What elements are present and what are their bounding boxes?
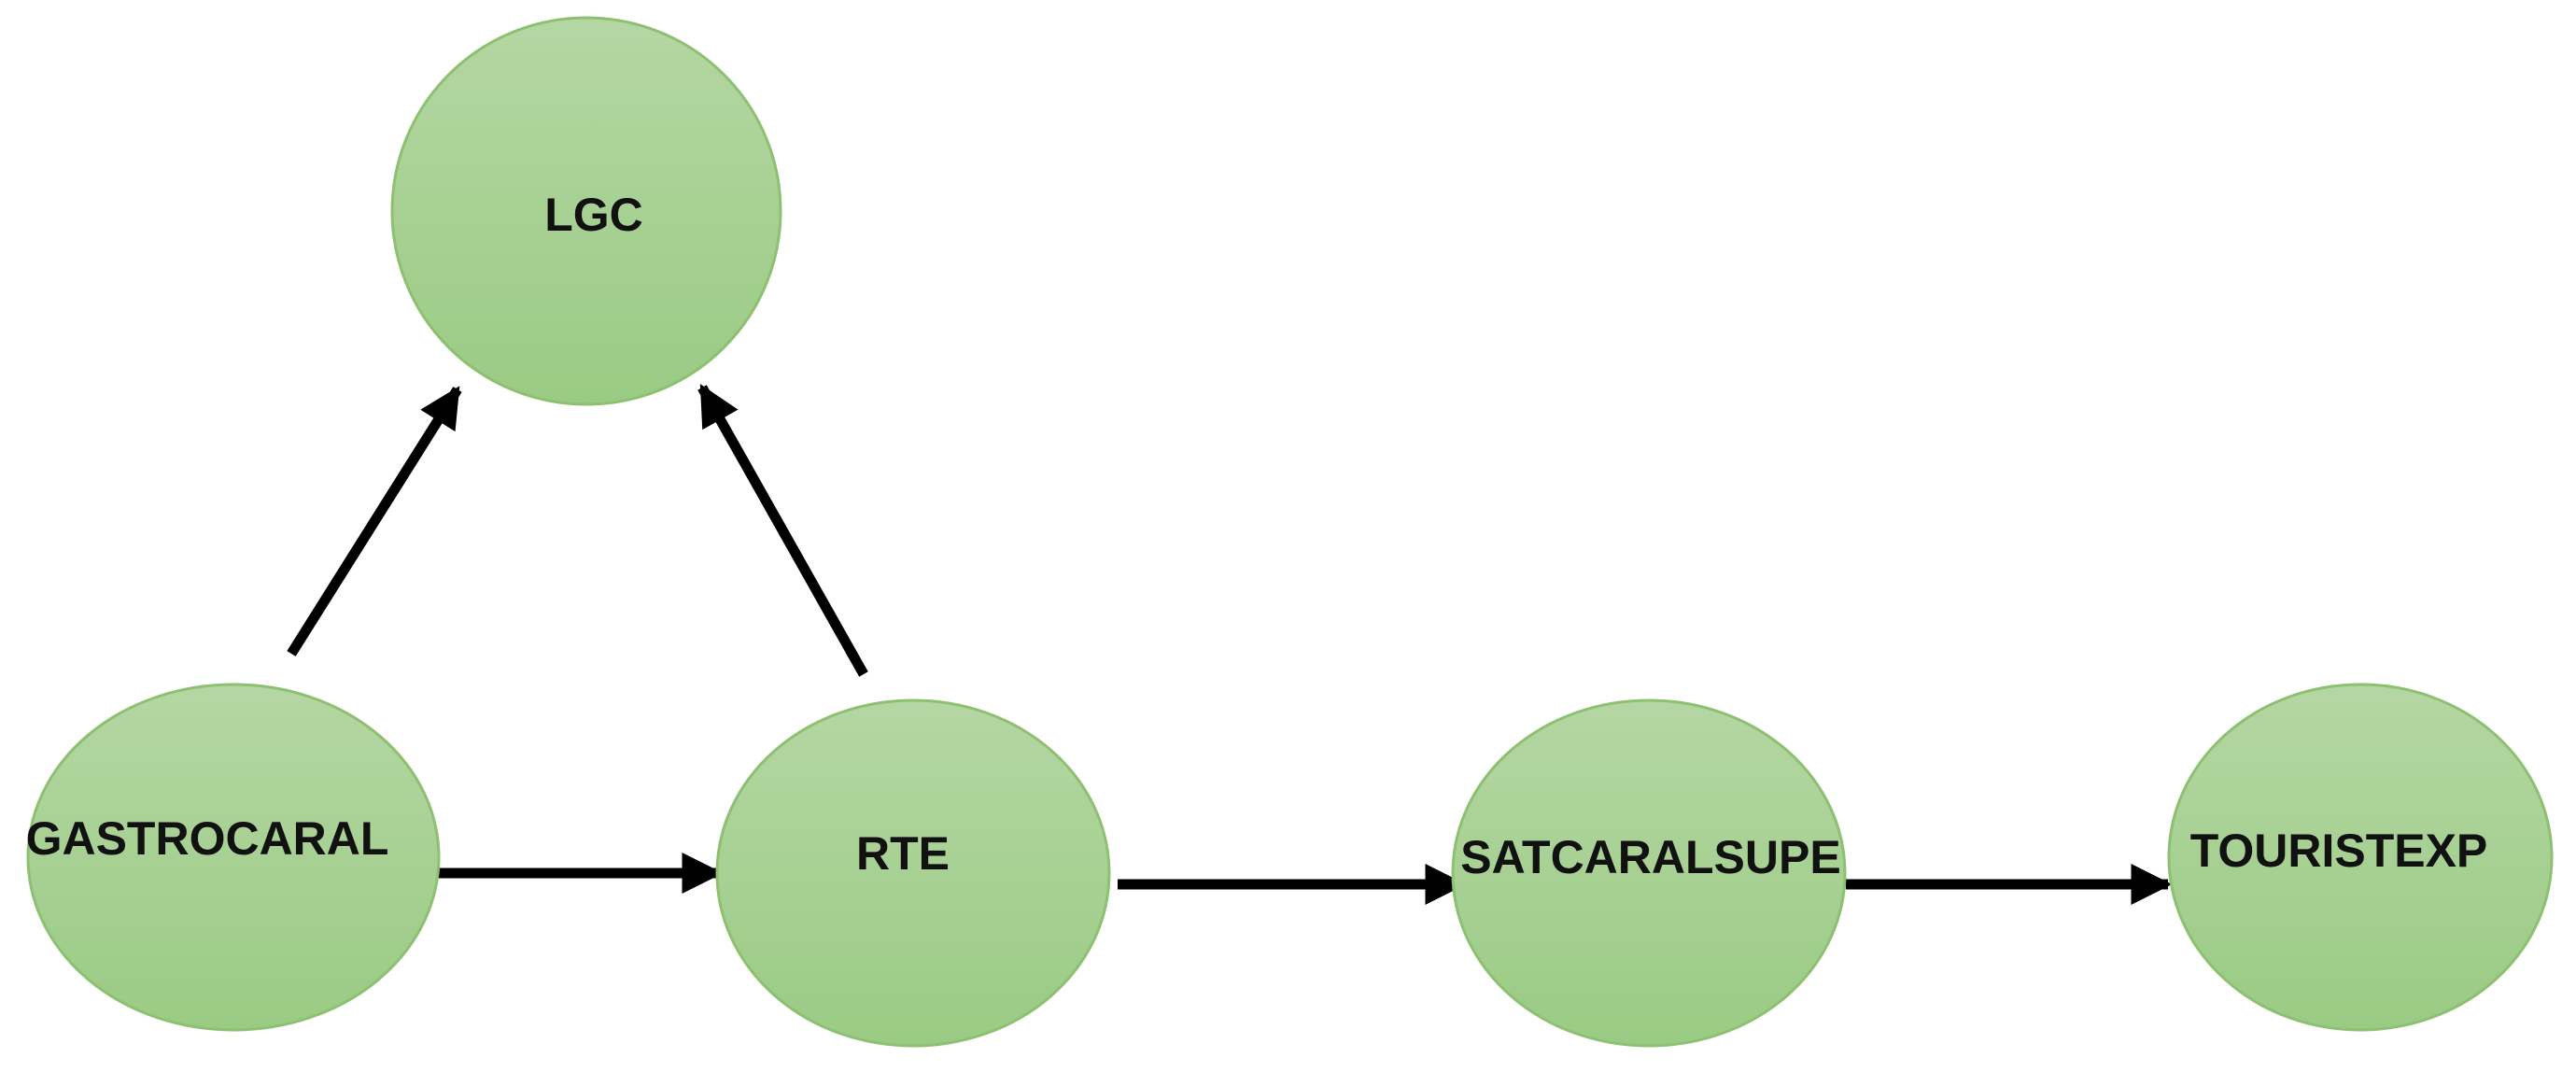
- edge-rte-to-lgc: [697, 384, 868, 677]
- node-lgc: LGC: [390, 16, 782, 406]
- node-rte: RTE: [715, 698, 1111, 1048]
- node-label-gastrocaral: GASTROCARAL: [26, 812, 389, 865]
- nodes: LGC GASTROCARAL RTE SATCARALSUPE TOURIST…: [26, 16, 2554, 1048]
- edge-gastrocaral-to-lgc: [287, 386, 462, 656]
- node-label-touristexp: TOURISTEXP: [2190, 825, 2488, 877]
- node-gastrocaral: GASTROCARAL: [26, 683, 441, 1032]
- node-label-satcaralsupe: SATCARALSUPE: [1460, 831, 1840, 883]
- node-satcaralsupe: SATCARALSUPE: [1451, 698, 1847, 1048]
- node-touristexp: TOURISTEXP: [2167, 683, 2554, 1032]
- node-label-lgc: LGC: [544, 189, 643, 241]
- node-label-rte: RTE: [856, 827, 950, 880]
- edges: [287, 384, 2173, 905]
